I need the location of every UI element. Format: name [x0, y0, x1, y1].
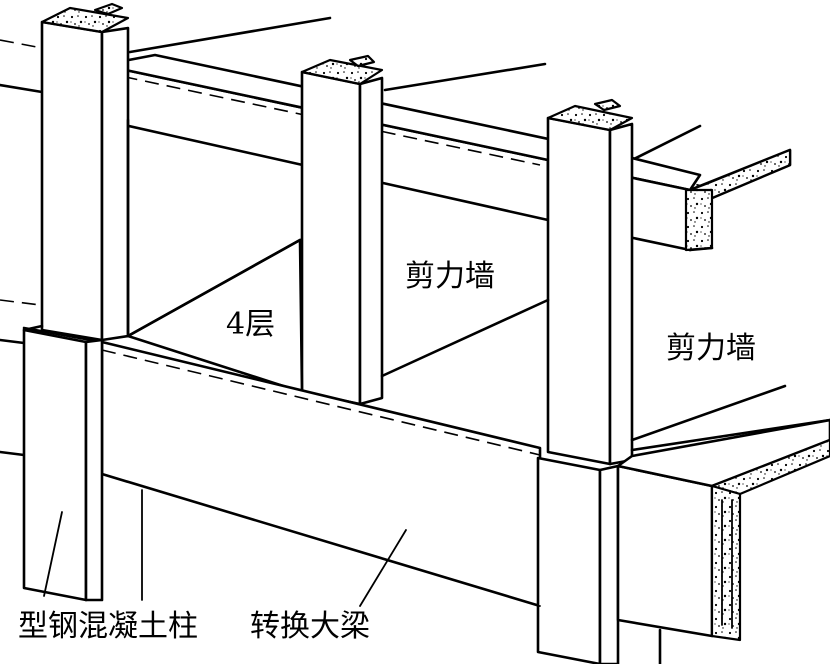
label-column: 型钢混凝土柱 — [18, 609, 198, 644]
lower-right-beam-section — [616, 418, 830, 664]
beam-leader-line — [359, 529, 407, 607]
label-floor: 4层 — [226, 307, 276, 342]
upper-right-slab — [684, 148, 792, 252]
label-shear-wall-1: 剪力墙 — [405, 259, 495, 294]
label-shear-wall-2: 剪力墙 — [666, 331, 756, 366]
right-column — [546, 98, 634, 466]
middle-column — [300, 54, 384, 406]
left-column — [40, 2, 130, 342]
lower-right-column — [536, 456, 620, 664]
column-leader-line — [43, 511, 63, 597]
lower-left-column — [22, 324, 143, 602]
label-transfer-beam: 转换大梁 — [250, 609, 370, 644]
